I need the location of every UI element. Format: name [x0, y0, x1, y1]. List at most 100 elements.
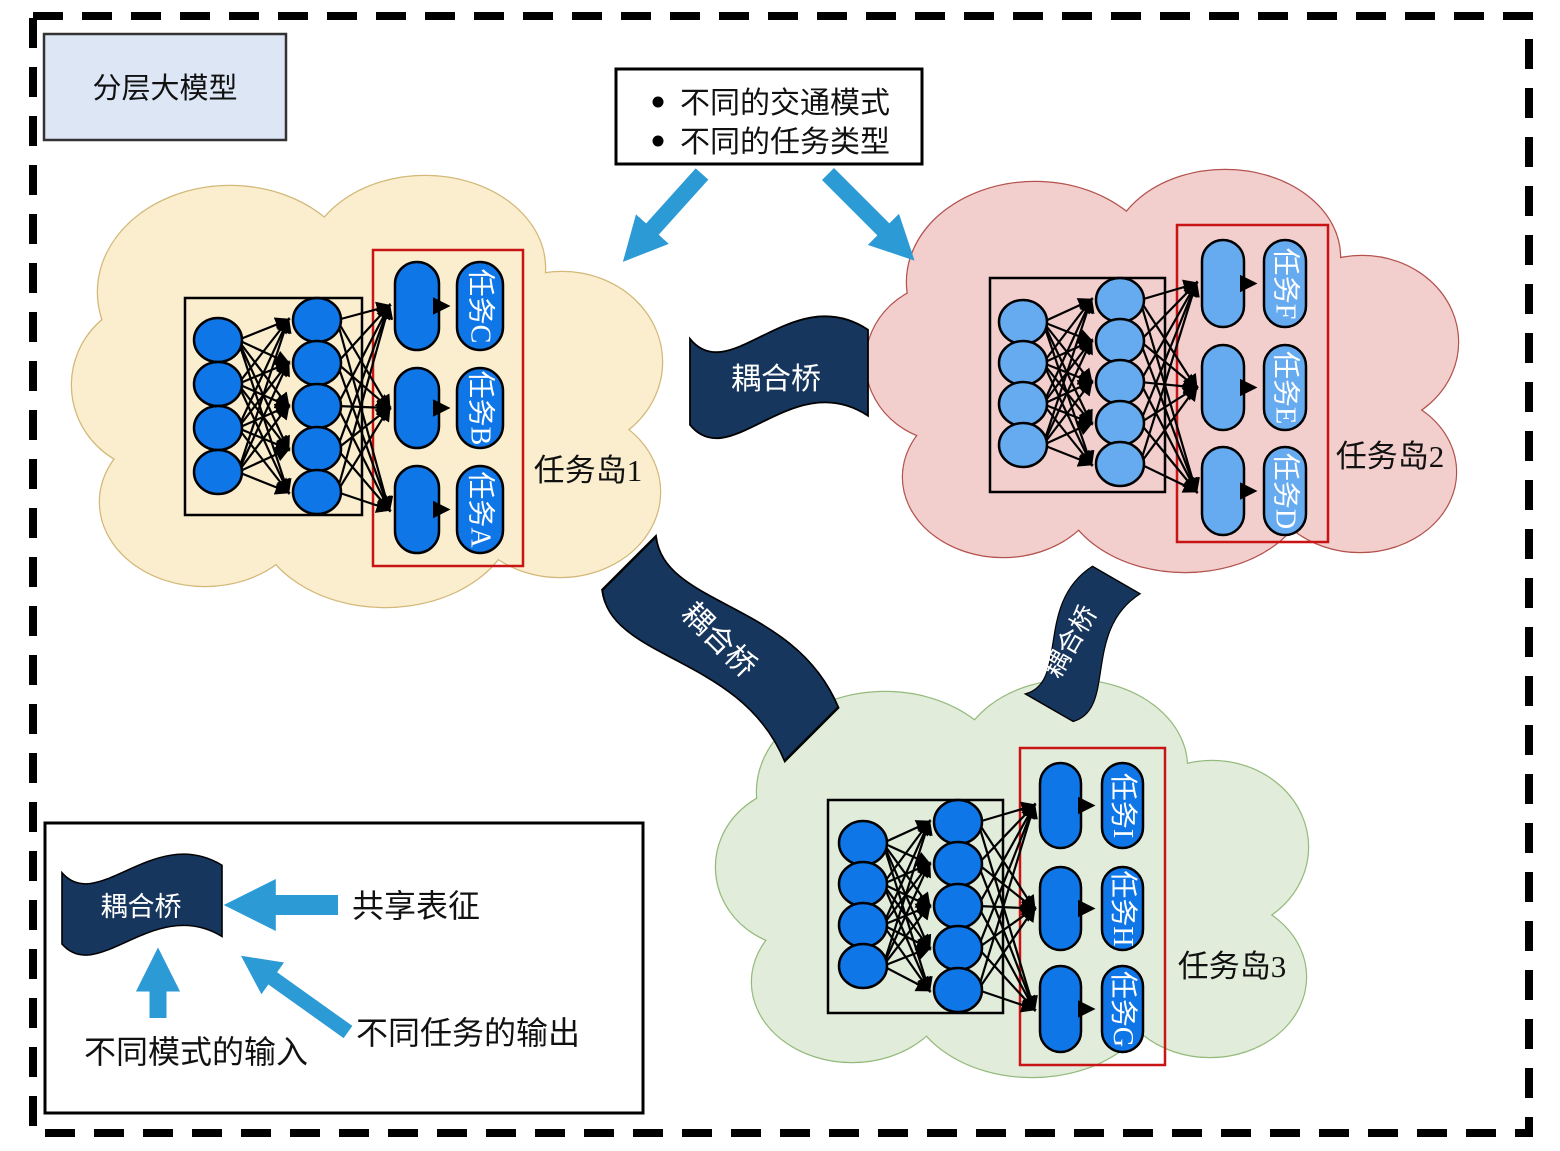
legend-output-arrow-icon [241, 955, 353, 1039]
network-edge [336, 405, 391, 493]
bullet-dot [652, 96, 664, 108]
task-pill-label: 任务F [1270, 248, 1302, 320]
network-edge [1138, 280, 1199, 424]
task-output-box [1175, 223, 1330, 544]
network-edge [336, 319, 391, 411]
network-edge [1042, 443, 1094, 467]
network-edge [335, 319, 394, 513]
networks-layer: 任务C 任务B 任务A 任务F 任务E 任务D 任务I 任务H 任务G [183, 223, 1330, 1067]
network-edge [882, 965, 932, 992]
network-edge [237, 403, 290, 473]
network-node [291, 382, 343, 430]
task-pill-label: 任务A [465, 471, 497, 548]
network-edge [881, 819, 933, 967]
task-pill [455, 366, 505, 450]
network-node [932, 924, 984, 972]
task-pill-label: 任务I [1107, 773, 1139, 838]
network-node [291, 296, 343, 344]
network-edge [882, 903, 931, 967]
task-pill-label: 任务G [1107, 971, 1139, 1047]
task-pill [1100, 761, 1145, 850]
network-node [997, 421, 1049, 469]
network-edge [1139, 280, 1198, 383]
legend-shared-label: 共享表征 [352, 888, 480, 924]
network-node [837, 819, 889, 867]
network-node [1094, 317, 1146, 365]
shared-head-pill [393, 464, 441, 555]
network-node [1094, 358, 1146, 406]
network-edge [1139, 463, 1199, 493]
task-island-3-network: 任务I 任务H 任务G [826, 746, 1167, 1067]
network-edge [977, 905, 1036, 991]
network-node [837, 901, 889, 949]
shared-head-pill [1200, 445, 1246, 537]
network-edge [236, 317, 292, 473]
shared-head-pill [1038, 865, 1083, 952]
network-edge [1042, 421, 1094, 446]
network-edge [1042, 338, 1093, 446]
task-pill-label: 任务B [465, 371, 497, 446]
callout-bullet-1: 不同的交通模式 [680, 87, 890, 120]
model-title-box [42, 32, 288, 142]
network-node [932, 882, 984, 930]
task-pill-label: 任务E [1270, 351, 1302, 424]
island-3-label: 任务岛3 [1178, 949, 1287, 984]
network-node [932, 840, 984, 888]
network-node [1094, 399, 1146, 447]
network-edge [1138, 280, 1200, 465]
network-edge [881, 861, 931, 967]
network-edge [237, 360, 290, 473]
task-island-1-network: 任务C 任务B 任务A [183, 248, 525, 568]
network-edge [1139, 385, 1198, 465]
task-pill [1100, 865, 1145, 952]
network-node [192, 404, 244, 452]
task-island-2-network: 任务F 任务E 任务D [988, 223, 1330, 544]
network-edge [976, 802, 1037, 949]
network-edge [335, 303, 393, 450]
network-node [997, 298, 1049, 346]
flow-arrow-left-icon [622, 168, 709, 262]
network-edge [1041, 297, 1095, 446]
callout-bullet-2: 不同的任务类型 [680, 126, 890, 159]
task-pill-label: 任务C [465, 269, 497, 344]
coupling-bridge-1-label: 耦合桥 [731, 363, 821, 396]
network-node [291, 425, 343, 473]
network-edge [977, 802, 1036, 907]
legend-output-label: 不同任务的输出 [356, 1015, 580, 1051]
island-1-label: 任务岛1 [534, 453, 643, 488]
network-node [192, 316, 244, 364]
shared-head-pill [1038, 761, 1083, 850]
legend-input-label: 不同模式的输入 [84, 1034, 308, 1070]
network-edge [237, 317, 290, 429]
task-pill [455, 260, 505, 352]
network-edge [237, 470, 291, 495]
network-node [837, 942, 889, 990]
shared-head-pill [1200, 238, 1246, 329]
model-title: 分层大模型 [92, 72, 237, 105]
legend: 耦合桥 共享表征 不同模式的输入 不同任务的输出 [43, 821, 645, 1115]
network-node [932, 798, 984, 846]
task-pill-label: 任务H [1107, 870, 1139, 946]
bullet-dot [652, 135, 664, 147]
network-node [192, 360, 244, 408]
network-edge [237, 447, 291, 473]
task-pill-label: 任务D [1270, 453, 1302, 529]
shared-head-pill [393, 366, 441, 450]
task-pill [1262, 238, 1308, 329]
network-edge [336, 490, 392, 513]
network-node [997, 380, 1049, 428]
shared-head-pill [393, 260, 441, 352]
network-edge [977, 821, 1036, 912]
flow-arrow-right-icon [821, 167, 915, 261]
island-2-label: 任务岛2 [1336, 439, 1445, 474]
network-edge [977, 988, 1037, 1013]
task-island-1-cloud [70, 174, 664, 609]
network-edge [882, 945, 932, 968]
network-node [291, 339, 343, 387]
network-edge [336, 303, 391, 407]
network-edge [335, 303, 394, 493]
network-edge [1042, 379, 1093, 446]
legend-bridge-label: 耦合桥 [101, 892, 182, 922]
network-node [1094, 440, 1146, 488]
